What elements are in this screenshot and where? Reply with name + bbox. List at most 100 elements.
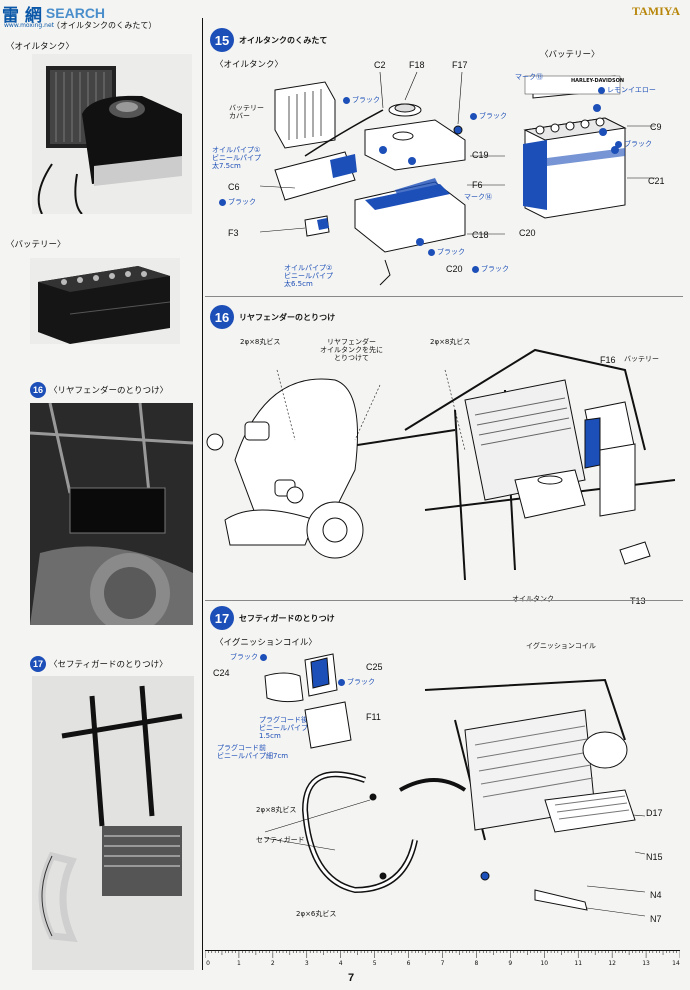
part-c19: C19 — [472, 150, 489, 160]
ruler-label: 5 — [372, 960, 377, 967]
step15-sub-oil: 〈オイルタンク〉 — [215, 60, 284, 70]
label-oil-pipe1: オイルパイプ① ビニールパイプ 太7.5cm — [212, 146, 261, 170]
step16-separator — [205, 600, 683, 601]
label-oil-tank-16: オイルタンク — [512, 595, 554, 603]
part-n7: N7 — [650, 914, 662, 924]
label-black-5: ブラック — [472, 265, 509, 273]
photo-rear-fender — [30, 403, 193, 625]
photo-oil-tank — [32, 54, 192, 214]
label-lemon-yellow: レモンイエロー — [598, 86, 656, 94]
ruler-label: 14 — [672, 960, 680, 967]
watermark-logo: 雷 網 SEARCH — [2, 2, 106, 26]
left-step16-header: 16 〈リヤフェンダーのとりつけ〉 — [30, 382, 168, 398]
oil-tank-top — [364, 119, 466, 171]
label-black-1: ブラック — [343, 96, 380, 104]
part-f18: F18 — [409, 60, 425, 70]
part-t13: T13 — [630, 596, 646, 606]
step17-diagram — [264, 653, 646, 917]
part-f11: F11 — [366, 712, 381, 722]
part-c9: C9 — [650, 122, 662, 132]
photo-battery — [30, 258, 180, 344]
step17-header: 17 セフティガードのとりつけ — [210, 606, 335, 630]
left-oil-tank-label: 〈オイルタンク〉 — [6, 42, 75, 52]
label-mark14: マーク⑭ — [464, 193, 492, 201]
label-oil-pipe2: オイルパイプ② ビニールパイプ 太6.5cm — [284, 264, 333, 288]
part-f11-drawing — [304, 701, 352, 749]
step16-number: 16 — [210, 305, 234, 329]
label-black-6: ブラック — [615, 140, 652, 148]
label-screw-16b: 2φ×8丸ビス — [430, 338, 471, 346]
step16-title: リヤフェンダーのとりつけ — [239, 312, 336, 322]
label-hd: HARLEY-DAVIDSON — [571, 78, 625, 84]
step17-sub-coil: 〈イグニッションコイル〉 — [215, 638, 317, 648]
left-step16-caption: 〈リヤフェンダーのとりつけ〉 — [49, 386, 169, 396]
part-c2: C2 — [374, 60, 386, 70]
part-c24: C24 — [213, 668, 230, 678]
left-step17-caption: 〈セフティガードのとりつけ〉 — [49, 660, 168, 670]
ruler-label: 3 — [304, 960, 309, 967]
label-mark13: マーク⑬ — [515, 73, 543, 81]
ruler-label: 11 — [574, 960, 583, 967]
ruler-label: 12 — [608, 960, 616, 967]
photo-safety-guard — [32, 676, 194, 970]
step15-separator — [205, 296, 683, 297]
step15-header: 15 オイルタンクのくみたて — [210, 28, 327, 52]
label-black-17b: ブラック — [338, 678, 375, 686]
label-black-4: ブラック — [428, 248, 465, 256]
oil-tank-installed — [514, 469, 586, 519]
label-black-3: ブラック — [219, 198, 256, 206]
label-black-17a: ブラック — [230, 653, 269, 661]
label-safety-guard: セフティガード — [256, 836, 305, 844]
part-c21: C21 — [648, 176, 665, 186]
ruler-label: 13 — [642, 960, 650, 967]
part-c18: C18 — [472, 230, 489, 240]
part-c25: C25 — [366, 662, 383, 672]
part-f6: F6 — [472, 180, 483, 190]
part-f3: F3 — [228, 228, 239, 238]
page-number: 7 — [348, 972, 355, 984]
left-top-caption: （オイルタンクのくみたて） — [52, 21, 157, 30]
part-c6: C6 — [228, 182, 240, 192]
part-n15: N15 — [646, 852, 663, 862]
left-step16-number: 16 — [30, 382, 46, 398]
label-plug-rear: プラグコード後 ビニールパイプ細 1.5cm — [259, 716, 315, 740]
watermark-text: SEARCH — [45, 5, 106, 21]
label-battery-16: バッテリー — [624, 355, 659, 363]
label-ign-coil: イグニッションコイル — [526, 642, 596, 650]
label-rear-fender: リヤフェンダー オイルタンクを先に とりつけて — [320, 338, 383, 362]
step16-header: 16 リヤフェンダーのとりつけ — [210, 305, 335, 329]
ruler-label: 9 — [508, 960, 513, 967]
step15-sub-battery: 〈バッテリー〉 — [540, 50, 600, 60]
step17-number: 17 — [210, 606, 234, 630]
part-f16: F16 — [600, 355, 616, 365]
column-divider — [202, 18, 203, 970]
ruler-label: 1 — [237, 960, 241, 967]
watermark-cjk: 雷 網 — [2, 5, 42, 26]
ruler-label: 8 — [474, 960, 479, 967]
step15-title: オイルタンクのくみたて — [239, 35, 328, 45]
part-n4: N4 — [650, 890, 662, 900]
label-screw-17b: 2φ×6丸ビス — [296, 910, 337, 918]
footboard-drawing — [544, 789, 636, 833]
battery-cover-drawing — [274, 81, 336, 149]
label-battery-cover: バッテリー カバー — [229, 104, 264, 120]
left-step17-number: 17 — [30, 656, 46, 672]
ruler-label: 10 — [540, 960, 549, 967]
left-step17-header: 17 〈セフティガードのとりつけ〉 — [30, 656, 168, 672]
brand-logo: TAMIYA — [631, 4, 680, 18]
label-screw-17a: 2φ×8丸ビス — [256, 806, 297, 814]
ruler-label: 7 — [440, 960, 445, 967]
step15-number: 15 — [210, 28, 234, 52]
step17-title: セフティガードのとりつけ — [239, 613, 335, 623]
rear-fender-drawing — [234, 378, 358, 541]
part-d17: D17 — [646, 808, 663, 818]
ruler-label: 6 — [406, 960, 411, 967]
step16-diagram — [206, 348, 676, 581]
label-black-2: ブラック — [470, 112, 507, 120]
ruler-label: 2 — [270, 960, 275, 967]
part-f17: F17 — [452, 60, 468, 70]
ruler-label: 4 — [338, 960, 343, 967]
label-screw-16a: 2φ×8丸ビス — [240, 338, 281, 346]
